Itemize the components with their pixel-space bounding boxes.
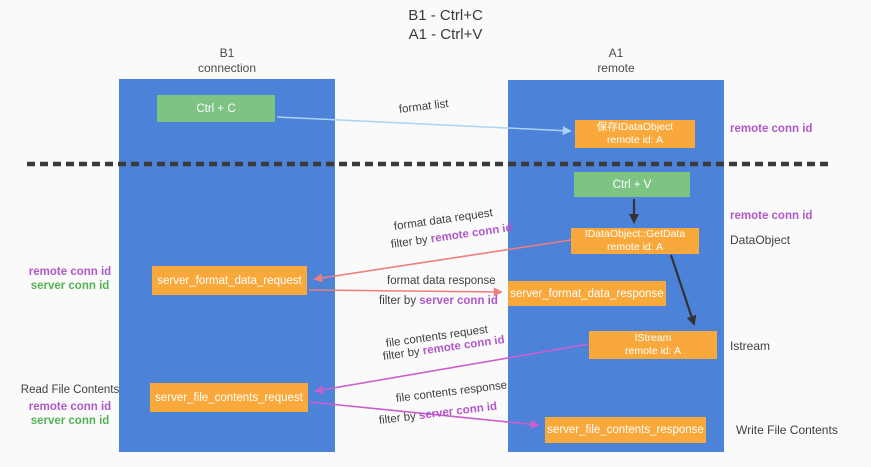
right-remote-conn-id-mid-label: remote conn id [730, 210, 813, 222]
title-line-1: B1 - Ctrl+C [408, 7, 483, 24]
left-remote-conn-id-bottom-label: remote conn id [28, 401, 112, 413]
node-idataobject-getdata-line2: remote id: A [606, 241, 664, 253]
left-remote-conn-id-mid-label: remote conn id [28, 266, 112, 278]
title-line-2: A1 - Ctrl+V [408, 26, 483, 43]
read-file-contents-label: Read File Contents [20, 384, 120, 396]
filter-by-text: filter by [390, 233, 429, 251]
istream-label: Istream [730, 339, 771, 353]
left-conn-id-group: remote conn id server conn id [15, 265, 125, 293]
column-header-a1: A1 remote [508, 46, 724, 76]
node-idataobject-getdata: IDataObject::GetData remote id: A [571, 228, 699, 254]
format-data-response-filter-label: filter by server conn id [379, 295, 498, 307]
node-istream-line2: remote id: A [624, 345, 682, 357]
node-server-file-contents-request-label: server_file_contents_request [155, 391, 303, 404]
filter-by-text: filter by [379, 295, 417, 307]
node-server-format-data-response-label: server_format_data_response [510, 287, 664, 300]
node-save-idataobject-line1: 保存IDataObject [596, 121, 674, 133]
format-data-response-label: format data response [387, 275, 496, 287]
node-ctrl-v: Ctrl + V [574, 172, 690, 197]
column-b1-name: B1 [219, 46, 235, 60]
server-conn-id-text: server conn id [419, 295, 498, 307]
server-conn-id-text: server conn id [418, 400, 498, 423]
format-data-response-arrow [308, 287, 503, 297]
node-server-format-data-response: server_format_data_response [508, 281, 666, 306]
diagram-title: B1 - Ctrl+C A1 - Ctrl+V [10, 6, 871, 44]
write-file-contents-label: Write File Contents [736, 423, 838, 437]
node-save-idataobject: 保存IDataObject remote id: A [575, 120, 695, 148]
node-server-file-contents-response: server_file_contents_response [545, 417, 706, 443]
node-istream-line1: IStream [634, 332, 672, 344]
node-idataobject-getdata-line1: IDataObject::GetData [584, 228, 686, 240]
read-file-contents-group: Read File Contents remote conn id server… [15, 383, 125, 428]
filter-by-text: filter by [378, 410, 417, 427]
column-a1-role: remote [597, 61, 635, 75]
dataobject-label: DataObject [730, 233, 791, 247]
column-a1-name: A1 [608, 46, 624, 60]
left-server-conn-id-mid-label: server conn id [30, 280, 110, 292]
right-remote-conn-id-top-label: remote conn id [730, 123, 813, 135]
node-save-idataobject-line2: remote id: A [606, 134, 664, 146]
node-server-file-contents-request: server_file_contents_request [150, 383, 308, 412]
node-ctrl-v-label: Ctrl + V [612, 178, 652, 191]
node-ctrl-c: Ctrl + C [157, 95, 275, 122]
node-ctrl-c-label: Ctrl + C [196, 102, 236, 115]
column-header-b1: B1 connection [119, 46, 335, 76]
node-server-format-data-request-label: server_format_data_request [157, 274, 302, 287]
format-list-label: format list [398, 97, 450, 116]
node-istream: IStream remote id: A [589, 331, 717, 359]
left-server-conn-id-bottom-label: server conn id [30, 415, 110, 427]
column-b1-role: connection [197, 61, 257, 75]
node-server-format-data-request: server_format_data_request [152, 266, 307, 295]
node-server-file-contents-response-label: server_file_contents_response [547, 424, 704, 436]
